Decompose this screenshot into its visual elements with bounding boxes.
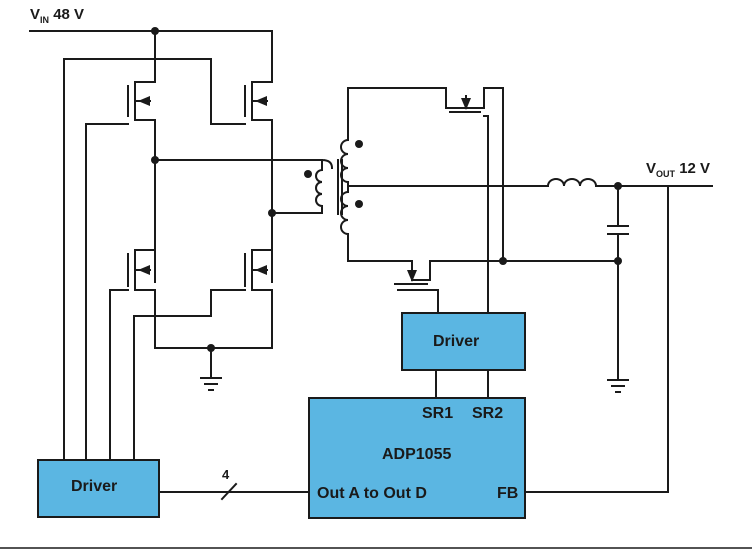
gate-wire-b <box>85 123 129 461</box>
junction-primary-bottom <box>268 209 276 217</box>
pin-sr2-label: SR2 <box>472 405 504 422</box>
gate-wire-a <box>63 58 246 461</box>
junction-vin <box>151 27 159 35</box>
secondary-bottom-winding <box>340 185 349 247</box>
controller-block: SR1 SR2 ADP1055 Out A to Out D FB <box>308 397 526 519</box>
junction-sr-drain <box>499 257 507 265</box>
pin-fb-label: FB <box>497 485 519 502</box>
output-inductor <box>546 178 598 188</box>
bus-slash <box>220 482 238 501</box>
vin-label-main: V <box>30 6 41 23</box>
primary-winding <box>315 158 334 214</box>
q4-arrow <box>255 265 267 275</box>
vin-rail-wire <box>29 30 273 83</box>
bus-width-label: 4 <box>222 467 230 482</box>
polarity-dot-sec-bottom <box>355 200 363 208</box>
vout-label-main: V <box>646 160 657 177</box>
controller-name: ADP1055 <box>382 446 452 463</box>
junction-bridge-ground <box>207 344 215 352</box>
driver-sr-block: Driver <box>401 312 526 371</box>
vout-label: VOUT 12 V <box>646 160 710 179</box>
q2-arrow <box>255 96 267 106</box>
pin-sr1-label: SR1 <box>422 405 454 422</box>
gate-wire-c <box>109 289 129 461</box>
driver-sr-label: Driver <box>433 333 480 350</box>
sr-mosfet-top <box>445 87 504 113</box>
vout-label-sub: OUT <box>656 169 676 179</box>
bridge-bottom-rail <box>154 319 273 349</box>
junction-cap-bottom <box>614 257 622 265</box>
driver-left-block: Driver <box>37 459 160 518</box>
sr-top-arrow <box>461 98 471 110</box>
ground-symbol-left <box>200 377 222 391</box>
bridge-bottom-conn <box>154 119 273 321</box>
ground-symbol-right <box>607 379 629 393</box>
sr-gate-wire-1 <box>483 115 489 313</box>
q3-arrow <box>138 265 150 275</box>
vin-label-value: 48 V <box>53 6 85 23</box>
vout-label-value: 12 V <box>679 160 711 177</box>
sec-top-wire <box>347 87 447 133</box>
junction-cap-top <box>614 182 622 190</box>
secondary-top-winding <box>340 131 349 187</box>
sr-mosfet-bottom <box>390 260 504 285</box>
output-capacitor <box>607 225 629 235</box>
driver-left-label: Driver <box>71 478 118 495</box>
junction-primary-top <box>151 156 159 164</box>
polarity-dot-sec-top <box>355 140 363 148</box>
sr-bottom-arrow <box>407 270 417 282</box>
gate-wire-d <box>133 289 246 461</box>
sec-bottom-wire <box>347 245 392 262</box>
sr-gate-wire-2 <box>397 289 439 313</box>
vin-label: VIN 48 V <box>30 6 84 25</box>
vin-label-sub: IN <box>40 15 50 25</box>
transformer-core <box>337 159 343 215</box>
polarity-dot-primary <box>304 170 312 178</box>
q1-arrow <box>138 96 150 106</box>
fb-wire <box>523 185 669 493</box>
pin-out-label: Out A to Out D <box>317 485 427 502</box>
